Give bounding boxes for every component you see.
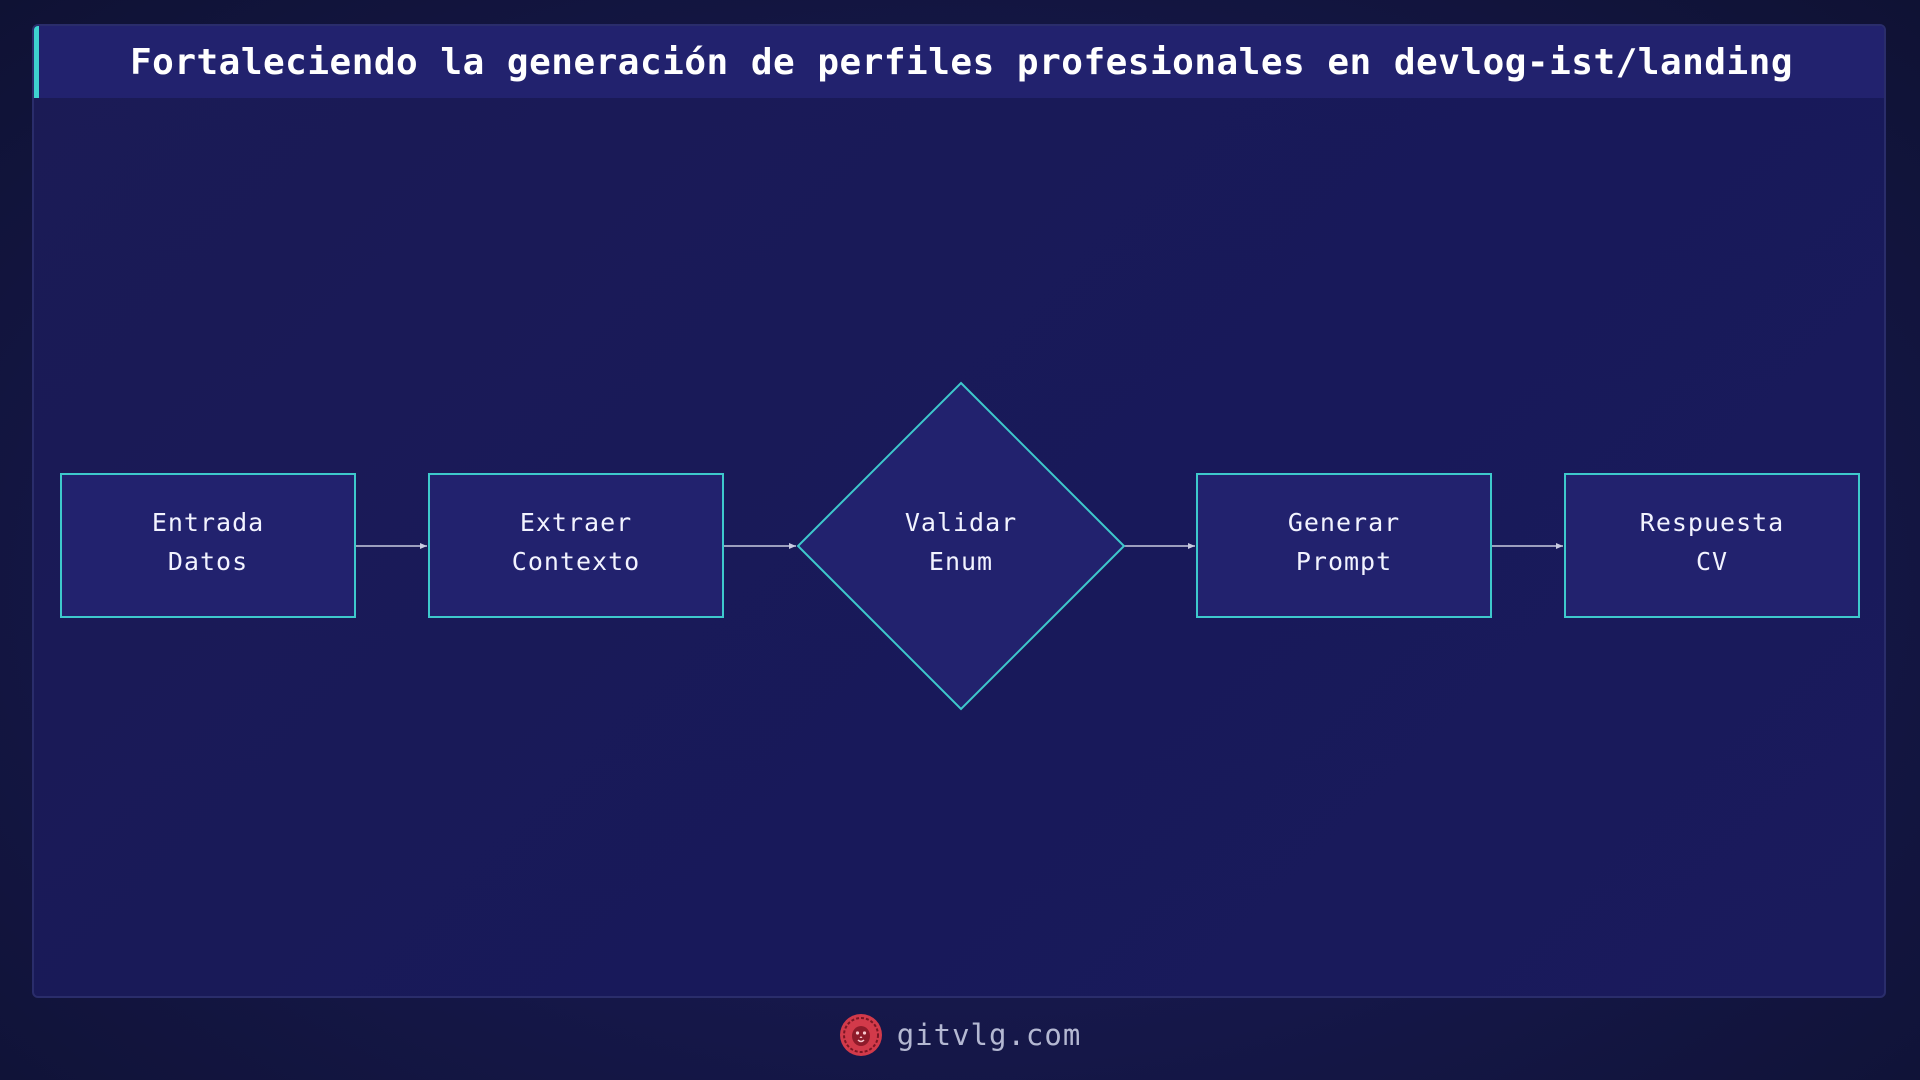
node-generar-line-1: Generar (1288, 508, 1400, 537)
node-respuesta-line-2: CV (1696, 547, 1728, 576)
page-title: Fortaleciendo la generación de perfiles … (129, 41, 1794, 83)
lion-logo-icon[interactable] (839, 1013, 883, 1057)
node-validar-line-1: Validar (905, 508, 1017, 537)
node-respuesta-line-1: Respuesta (1640, 508, 1784, 537)
node-entrada-datos: Entrada Datos (60, 473, 356, 618)
node-respuesta-cv: Respuesta CV (1564, 473, 1860, 618)
title-bar: Fortaleciendo la generación de perfiles … (34, 26, 1884, 98)
node-generar-prompt: Generar Prompt (1196, 473, 1492, 618)
footer: gitvlg.com (0, 1010, 1920, 1060)
footer-site-link[interactable]: gitvlg.com (896, 1018, 1082, 1052)
node-entrada-line-2: Datos (168, 547, 248, 576)
node-entrada-line-1: Entrada (152, 508, 264, 537)
node-validar-line-2: Enum (929, 547, 993, 576)
node-extraer-contexto: Extraer Contexto (428, 473, 724, 618)
node-extraer-line-1: Extraer (520, 508, 632, 537)
node-validar-enum: Validar Enum (796, 381, 1126, 711)
node-generar-line-2: Prompt (1296, 547, 1392, 576)
node-extraer-line-2: Contexto (512, 547, 640, 576)
